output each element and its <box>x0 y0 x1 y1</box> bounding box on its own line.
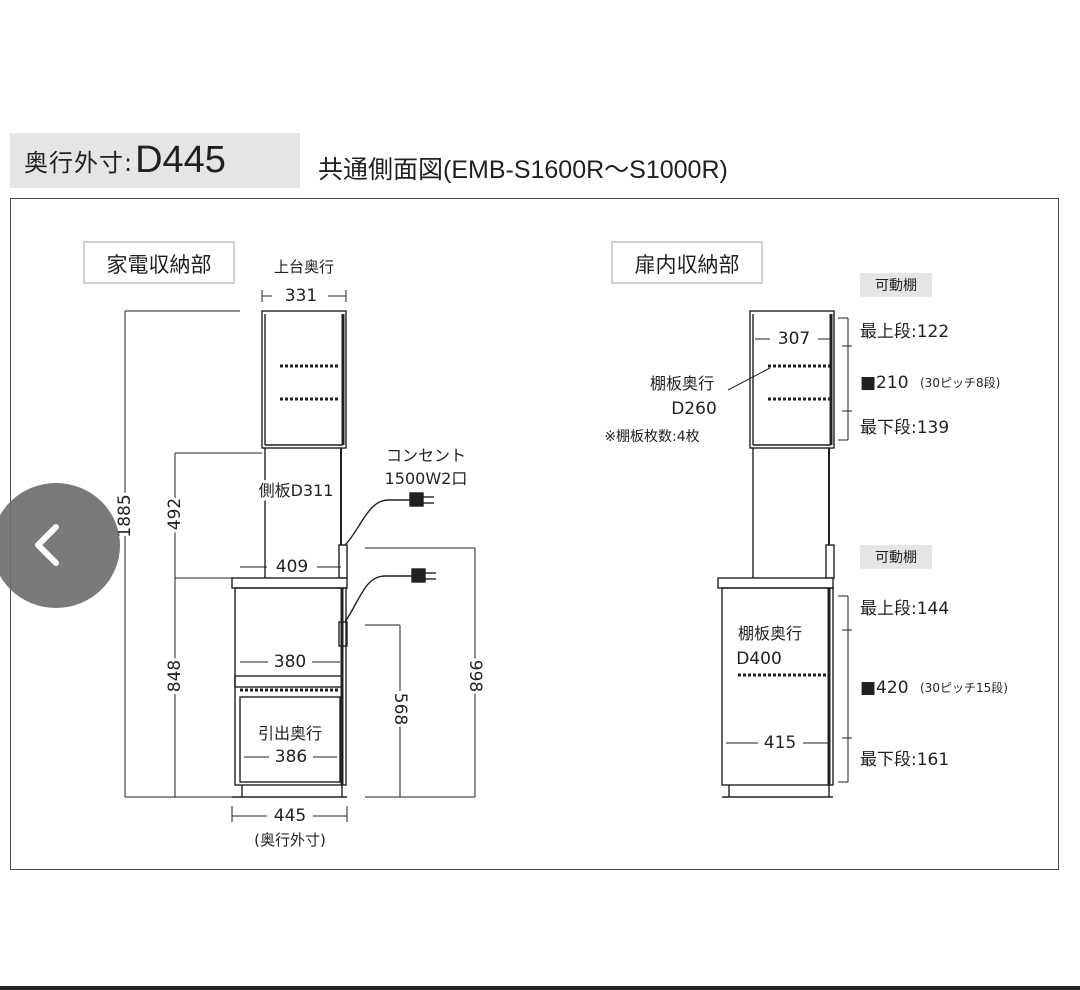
drawer-depth-label: 引出奥行 <box>258 724 322 743</box>
outlet-spec: 1500W2口 <box>385 469 468 488</box>
counter-depth-value: 409 <box>276 557 308 577</box>
right-counter-top <box>717 577 834 589</box>
lower-mid-shelf: ■420 <box>860 678 909 698</box>
lower-top-shelf: 最上段:144 <box>860 599 949 619</box>
lower-height-value: 848 <box>165 660 185 692</box>
depth-title-box: 奥行外寸: D445 <box>10 133 300 188</box>
upper-depth-value: 331 <box>285 286 317 306</box>
right-section-title-box <box>611 241 763 284</box>
outer-depth-value: 445 <box>274 806 306 826</box>
depth-label: 奥行外寸: <box>24 149 134 177</box>
depth-value: D445 <box>135 139 226 181</box>
upper-depth-label: 上台奥行 <box>274 258 334 276</box>
outlet-height-low: 568 <box>390 693 410 725</box>
movable-shelf-lower-badge: 可動棚 <box>875 550 917 566</box>
shelf-count: ※棚板枚数:4枚 <box>604 429 699 445</box>
upper-bottom-shelf: 最下段:139 <box>860 418 949 438</box>
lower-shelf-depth-label: 棚板奥行 <box>738 624 802 643</box>
outlet-label: コンセント <box>386 446 466 465</box>
movable-shelf-upper-badge: 可動棚 <box>875 278 917 294</box>
previous-image-button[interactable] <box>0 483 120 608</box>
diagram-subtitle: 共通側面図(EMB-S1600R〜S1000R) <box>318 156 728 184</box>
right-upper-cabinet <box>749 310 835 449</box>
outlet-height-high: 998 <box>465 660 485 692</box>
left-upper-cabinet <box>261 310 347 449</box>
lower-depth-value: 380 <box>274 652 306 672</box>
lower-depth-415-value: 415 <box>764 733 796 753</box>
lower-bottom-shelf: 最下段:161 <box>860 750 949 770</box>
upper-mid-note: (30ピッチ8段) <box>920 375 1000 390</box>
lower-mid-note: (30ピッチ15段) <box>920 680 1008 695</box>
upper-shelf-depth: D260 <box>671 399 717 419</box>
upper-height-value: 492 <box>165 498 185 530</box>
left-section-title-box <box>83 241 235 284</box>
drawer-depth-value: 386 <box>275 747 307 767</box>
bottom-divider <box>0 986 1080 990</box>
outer-depth-note: (奥行外寸) <box>254 831 326 849</box>
lower-shelf-depth: D400 <box>736 649 782 669</box>
right-lower-cabinet <box>721 587 834 786</box>
left-slide-shelf <box>234 675 343 688</box>
upper-mid-shelf: ■210 <box>860 373 909 393</box>
side-panel-depth: 側板D311 <box>259 481 334 500</box>
upper-shelf-depth-label: 棚板奥行 <box>650 374 714 393</box>
upper-top-shelf: 最上段:122 <box>860 322 949 342</box>
upper-shelf-depth-value: 307 <box>778 329 810 349</box>
left-counter-top <box>231 577 348 589</box>
right-section-title: 扉内収納部 <box>635 253 740 277</box>
chevron-left-icon <box>35 524 59 566</box>
left-drawer <box>239 696 341 783</box>
left-section-title: 家電収納部 <box>107 253 212 277</box>
